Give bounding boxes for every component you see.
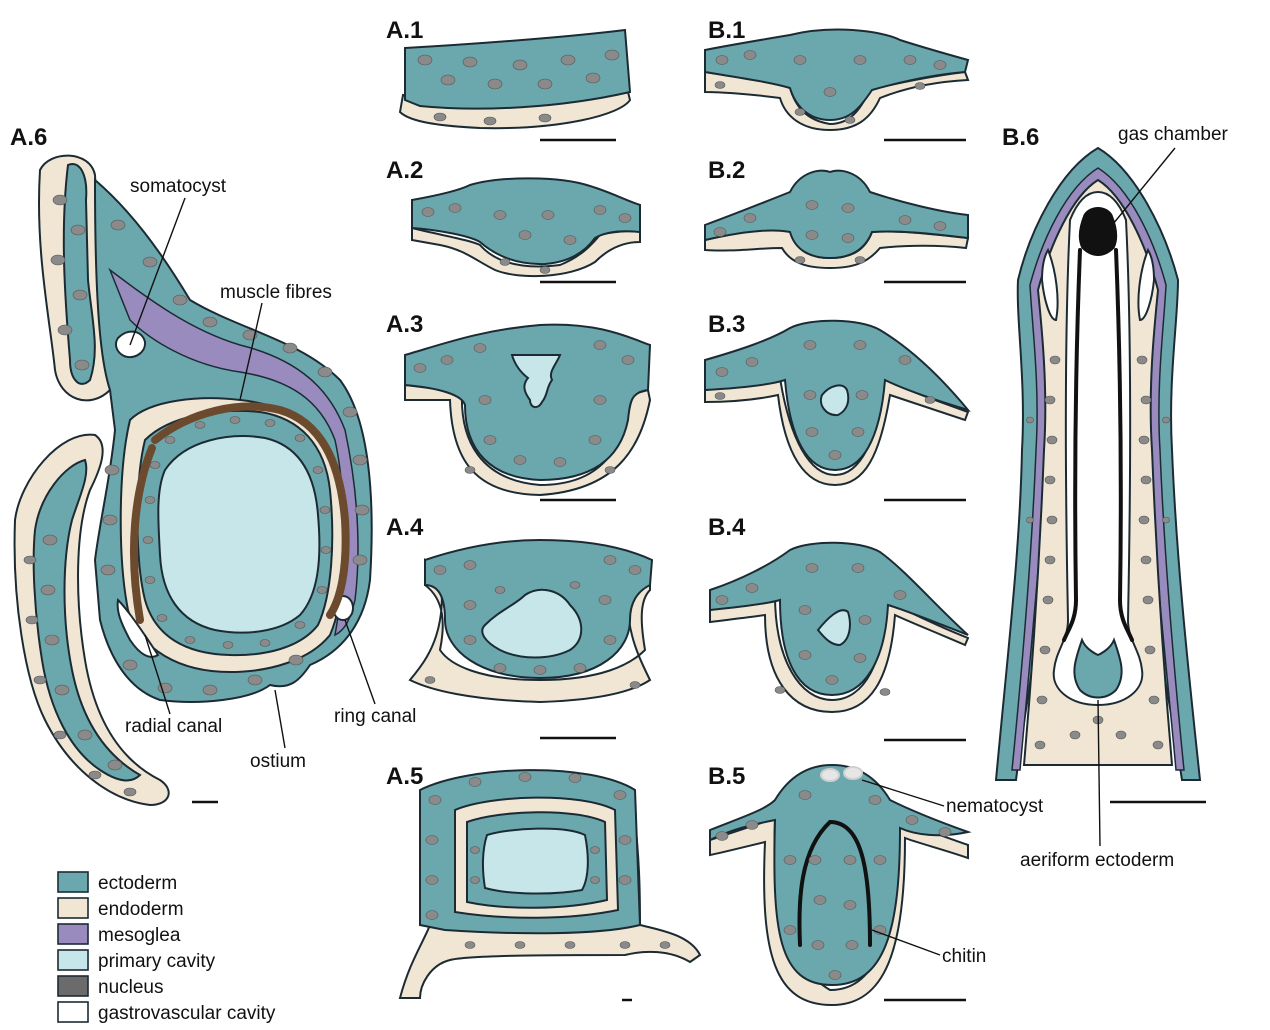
b6-gas-chamber-dark xyxy=(1079,208,1117,256)
label-nematocyst: nematocyst xyxy=(946,796,1044,817)
panel-title-b6: B.6 xyxy=(1002,124,1039,151)
label-chitin: chitin xyxy=(942,946,986,967)
b5-nematocyst-2 xyxy=(844,767,862,779)
panel-title-a1: A.1 xyxy=(386,17,423,44)
panel-title-b4: B.4 xyxy=(708,514,746,541)
panel-title-a2: A.2 xyxy=(386,157,423,184)
a5-primary-cavity xyxy=(483,829,588,894)
legend-swatch-ectoderm xyxy=(58,872,88,892)
panel-a2: A.2 xyxy=(386,157,640,282)
panel-a1: A.1 xyxy=(386,17,630,140)
panel-a4: A.4 xyxy=(386,514,652,738)
panel-title-a4: A.4 xyxy=(386,514,424,541)
legend-label-endoderm: endoderm xyxy=(98,899,184,920)
panel-title-b2: B.2 xyxy=(708,157,745,184)
legend-swatch-nucleus xyxy=(58,976,88,996)
leader-ring-canal xyxy=(345,620,375,704)
legend-label-primary-cavity: primary cavity xyxy=(98,951,216,972)
panel-b5: B.5 xyxy=(708,763,968,1005)
panel-b2: B.2 xyxy=(705,157,968,282)
legend-swatch-mesoglea xyxy=(58,924,88,944)
legend-label-gastrovascular-cavity: gastrovascular cavity xyxy=(98,1003,276,1024)
panel-title-b3: B.3 xyxy=(708,311,745,338)
label-radial-canal: radial canal xyxy=(125,716,222,737)
panel-a3: A.3 xyxy=(386,311,650,500)
legend-label-nucleus: nucleus xyxy=(98,977,164,998)
label-somatocyst: somatocyst xyxy=(130,176,227,197)
label-gas-chamber: gas chamber xyxy=(1118,124,1229,145)
legend-label-mesoglea: mesoglea xyxy=(98,925,181,946)
panel-b1: B.1 xyxy=(705,17,968,140)
a6-primary-cavity xyxy=(158,436,319,632)
panel-title-a6: A.6 xyxy=(10,124,47,151)
panel-a6: A.6 xyxy=(10,124,416,805)
panel-title-a3: A.3 xyxy=(386,311,423,338)
label-ostium: ostium xyxy=(250,751,306,772)
b5-ectoderm xyxy=(710,765,968,985)
b5-nematocyst-1 xyxy=(821,769,839,781)
legend: ectoderm endoderm mesoglea primary cavity nu… xyxy=(58,872,276,1024)
panel-title-b5: B.5 xyxy=(708,763,745,790)
panel-title-b1: B.1 xyxy=(708,17,745,44)
label-ring-canal: ring canal xyxy=(334,706,416,727)
legend-swatch-gastrovascular-cavity xyxy=(58,1002,88,1022)
b1-ectoderm xyxy=(705,30,968,120)
panel-title-a5: A.5 xyxy=(386,763,423,790)
panel-b6: B.6 xyxy=(996,124,1229,871)
legend-label-ectoderm: ectoderm xyxy=(98,873,177,894)
label-muscle-fibres: muscle fibres xyxy=(220,282,332,303)
panel-a5: A.5 xyxy=(386,763,700,1000)
panel-b4: B.4 xyxy=(708,514,968,740)
panel-b3: B.3 xyxy=(705,311,968,500)
label-aeriform-ectoderm: aeriform ectoderm xyxy=(1020,850,1174,871)
legend-swatch-primary-cavity xyxy=(58,950,88,970)
leader-ostium xyxy=(275,690,285,748)
legend-swatch-endoderm xyxy=(58,898,88,918)
